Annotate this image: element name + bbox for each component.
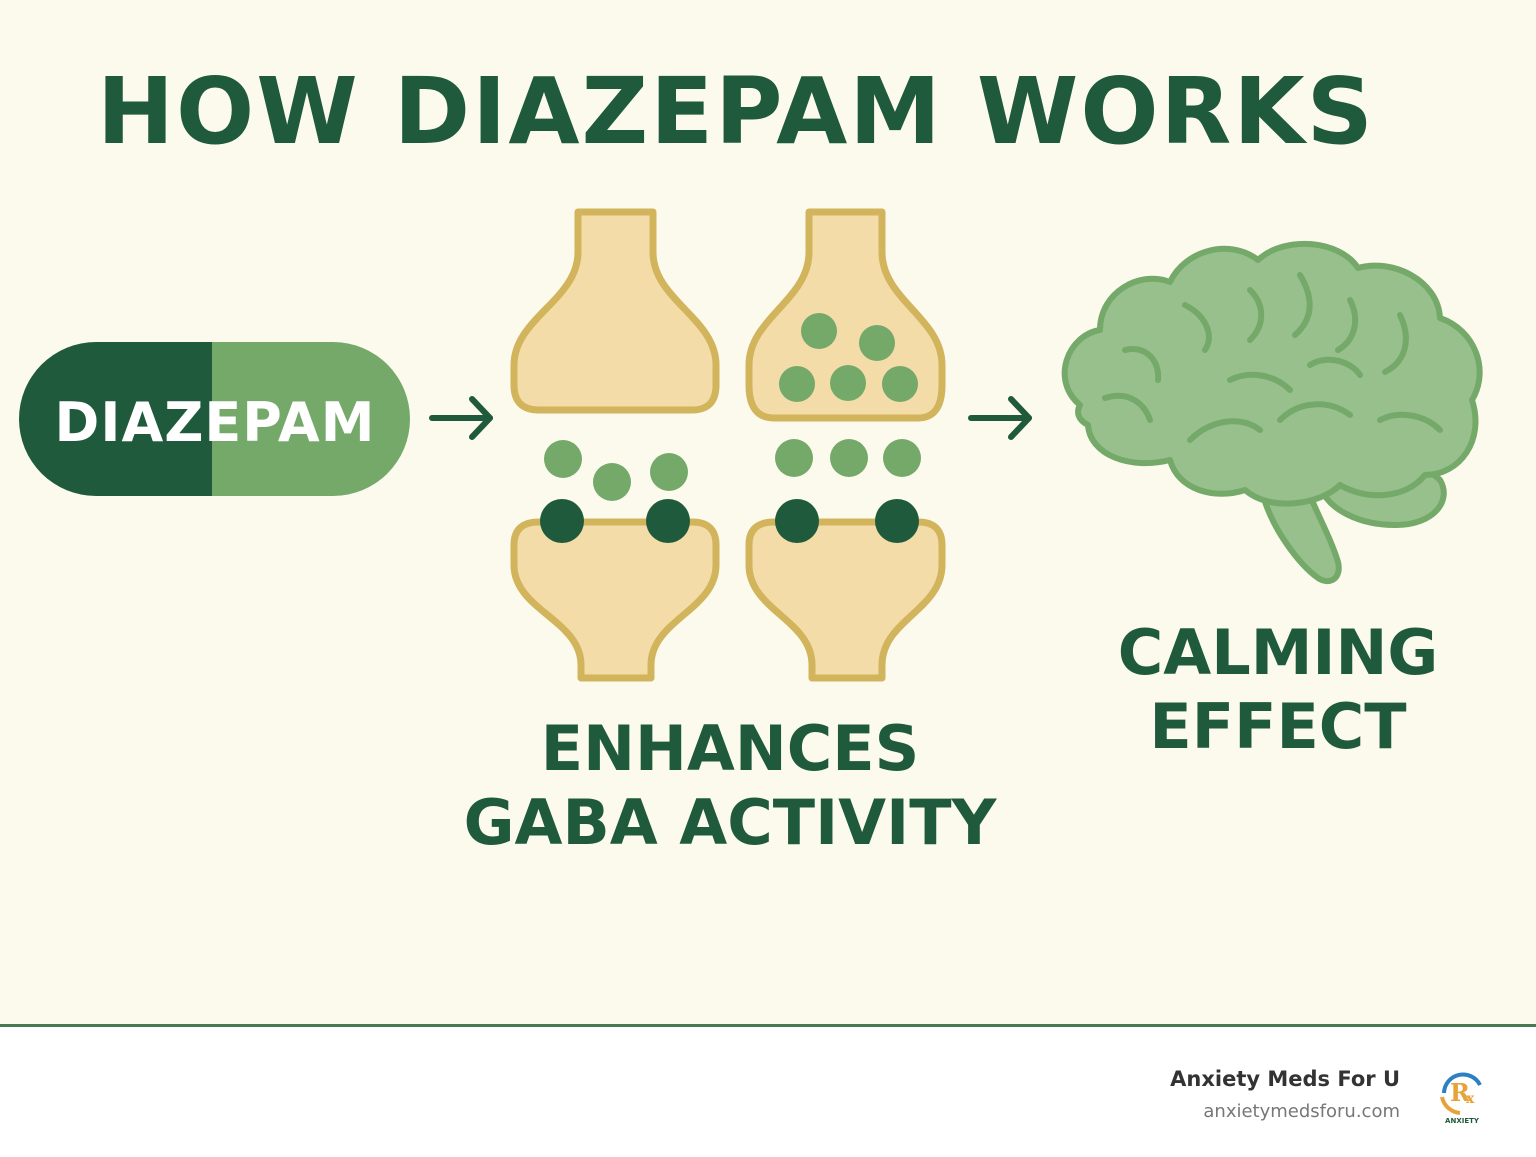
diazepam-pill-icon (19, 342, 410, 496)
svg-text:R: R (1450, 1078, 1471, 1107)
gaba-step-line2: GABA ACTIVITY (463, 786, 997, 860)
calming-step-line2: EFFECT (1149, 690, 1407, 764)
footer: Anxiety Meds For U anxietymedsforu.com R… (0, 1024, 1536, 1157)
gaba-step-line1: ENHANCES (540, 712, 920, 785)
gaba-receptor-icon (540, 499, 919, 543)
svg-text:x: x (1466, 1091, 1475, 1107)
postsynaptic-neuron-icon (510, 518, 720, 682)
logo-text: ANXIETY (1445, 1117, 1480, 1125)
page-title: HOW DIAZEPAM WORKS (97, 58, 1375, 165)
brand-name: Anxiety Meds For U (1170, 1067, 1400, 1091)
calming-step-line1: CALMING (1117, 616, 1439, 689)
presynaptic-neuron-icon (510, 208, 720, 414)
gaba-step-label: ENHANCES GABA ACTIVITY (440, 712, 1020, 861)
brain-icon (1061, 240, 1483, 585)
brand-url: anxietymedsforu.com (1203, 1101, 1400, 1122)
diagram (19, 208, 1483, 682)
calming-step-label: CALMING EFFECT (1060, 616, 1496, 765)
presynaptic-neuron-icon (745, 208, 946, 422)
postsynaptic-neuron-icon (745, 518, 946, 682)
gaba-molecule-icon (544, 439, 921, 501)
arrow-right-icon (968, 396, 1032, 440)
rx-logo-icon: R x ANXIETY (1440, 1072, 1482, 1125)
arrow-right-icon (429, 396, 493, 440)
pill-label: DIAZEPAM (54, 391, 376, 454)
